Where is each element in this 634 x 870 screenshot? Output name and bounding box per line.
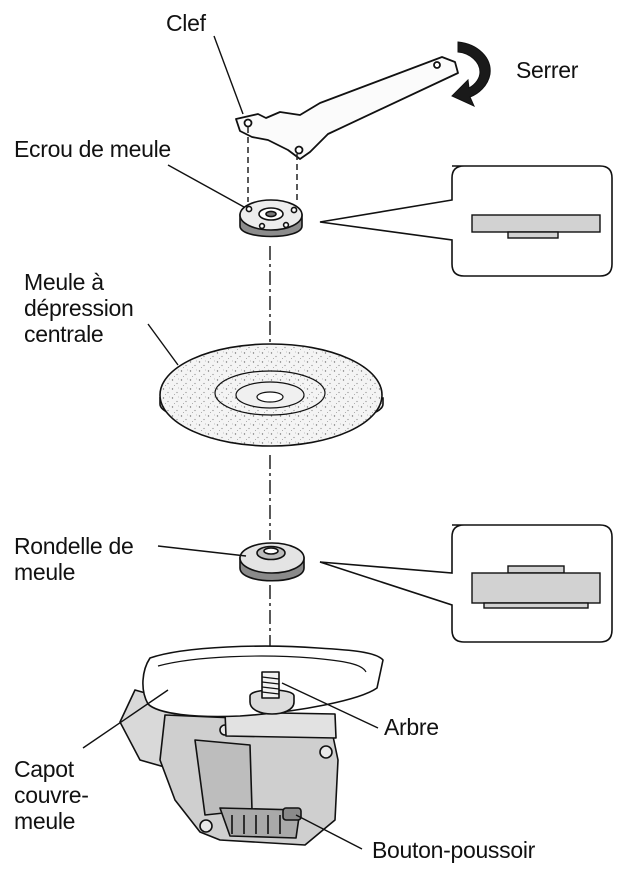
label-meule-line-3: centrale: [24, 321, 104, 347]
label-clef: Clef: [166, 10, 206, 36]
label-arbre: Arbre: [384, 714, 439, 740]
label-meule-line-2: dépression: [24, 295, 134, 321]
label-capot-line-2: couvre-: [14, 782, 89, 808]
assembly-axis: [247, 127, 298, 672]
label-bouton-poussoir: Bouton-poussoir: [372, 837, 535, 863]
label-capot-couvre-meule: Capot couvre- meule: [14, 756, 89, 834]
label-serrer: Serrer: [516, 57, 579, 83]
grinding-wheel: [159, 343, 384, 447]
wrench: [235, 56, 459, 160]
leader-ecrou: [167, 164, 245, 208]
label-rondelle-line-1: Rondelle de: [14, 533, 134, 559]
label-capot-line-1: Capot: [14, 756, 74, 782]
label-ecrou-de-meule: Ecrou de meule: [14, 136, 171, 162]
flange-profile-inset: [319, 524, 613, 643]
label-capot-line-3: meule: [14, 808, 76, 834]
label-meule-a-depression-centrale: Meule à dépression centrale: [24, 269, 134, 347]
angle-grinder: [119, 645, 384, 846]
leader-arbre: [281, 682, 379, 729]
leader-lines: [82, 35, 379, 850]
leader-capot: [82, 689, 169, 749]
leader-rondelle: [157, 545, 247, 557]
tighten-arrow-icon: [451, 41, 491, 107]
nut-profile-inset: [319, 165, 613, 277]
label-rondelle-de-meule: Rondelle de meule: [14, 533, 134, 585]
flange-nut: [239, 199, 303, 238]
label-meule-line-1: Meule à: [24, 269, 104, 295]
leader-meule: [147, 323, 179, 366]
inner-flange: [239, 542, 305, 582]
leader-clef: [213, 35, 244, 115]
leader-bouton: [295, 814, 363, 850]
label-rondelle-line-2: meule: [14, 559, 76, 585]
